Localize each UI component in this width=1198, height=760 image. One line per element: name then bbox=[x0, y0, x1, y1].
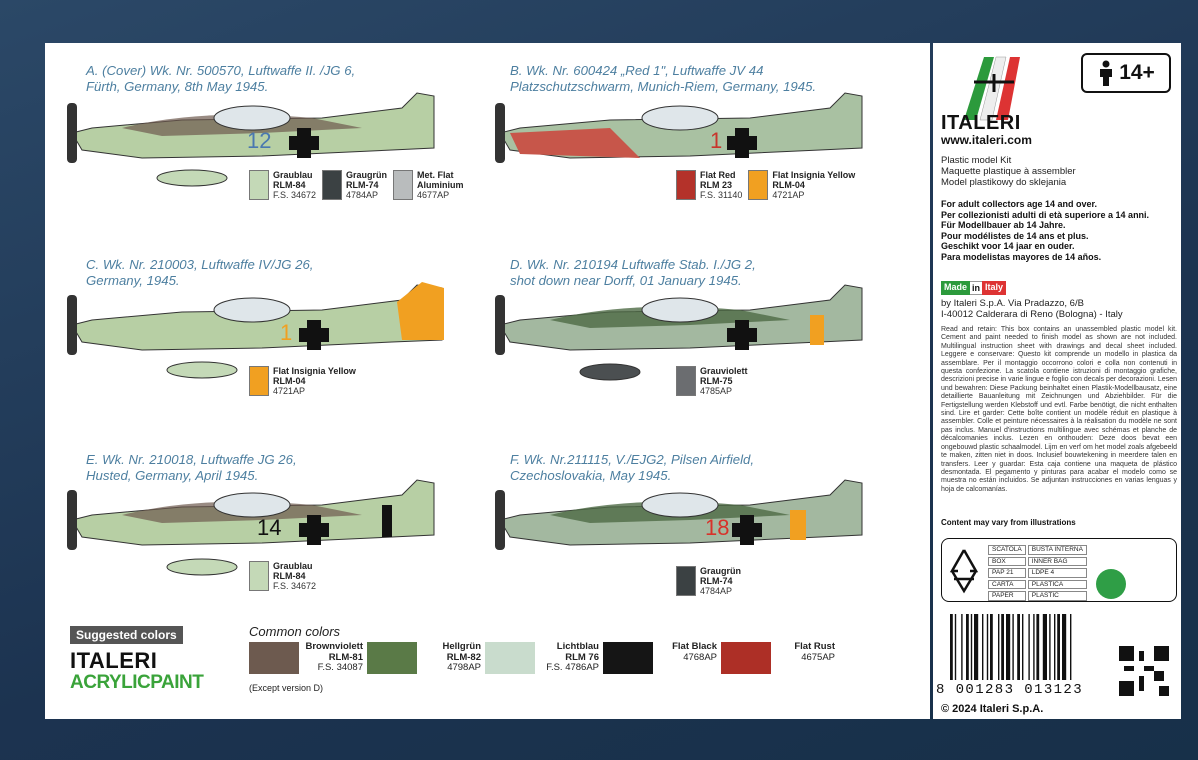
except-note: (Except version D) bbox=[249, 683, 324, 693]
recycling-box bbox=[941, 538, 1177, 602]
aircraft-number-f: 18 bbox=[705, 515, 729, 540]
caption-e: E. Wk. Nr. 210018, Luftwaffe JG 26,Huste… bbox=[86, 452, 297, 483]
person-icon bbox=[1100, 60, 1113, 86]
caption-a: A. (Cover) Wk. Nr. 500570, Luftwaffe II.… bbox=[86, 63, 356, 94]
brand-name: ITALERI bbox=[941, 112, 1021, 134]
age-label: 14+ bbox=[1119, 61, 1155, 84]
aircraft-number-e: 14 bbox=[257, 515, 281, 540]
aircraft-profile-b: 1 bbox=[495, 92, 863, 163]
aircraft-profile-a: 12 bbox=[67, 92, 435, 187]
green-dot-icon bbox=[1096, 569, 1126, 599]
caption-b: B. Wk. Nr. 600424 „Red 1", Luftwaffe JV … bbox=[510, 63, 817, 94]
website-link[interactable]: www.italeri.com bbox=[941, 133, 1032, 147]
italeri-logo-text: ITALERI bbox=[70, 648, 158, 673]
age-warning: For adult collectors age 14 and over.Per… bbox=[941, 199, 1150, 262]
suggested-colors-label: Suggested colors bbox=[70, 626, 183, 644]
common-colors-title: Common colors bbox=[249, 624, 341, 639]
caption-d: D. Wk. Nr. 210194 Luftwaffe Stab. I./JG … bbox=[510, 257, 756, 288]
barcode bbox=[950, 614, 1072, 680]
acrylic-paint-logo: ACRYLICPAINT bbox=[70, 672, 204, 693]
aircraft-profile-c: 1 bbox=[67, 282, 444, 379]
barcode-number: 8 001283 013123 bbox=[936, 682, 1084, 698]
qr-code-icon bbox=[1119, 646, 1169, 696]
aircraft-profile-f: 18 bbox=[495, 479, 863, 550]
recycle-icon bbox=[949, 549, 979, 594]
age-badge: 14+ bbox=[1081, 53, 1171, 93]
legal-text: Read and retain: This box contains an un… bbox=[941, 326, 1177, 493]
caption-f: F. Wk. Nr.211115, V./EJG2, Pilsen Airfie… bbox=[510, 452, 755, 483]
caption-c: C. Wk. Nr. 210003, Luftwaffe IV/JG 26,Ge… bbox=[86, 257, 314, 288]
aircraft-number-a: 12 bbox=[247, 128, 271, 153]
aircraft-profile-e: 14 bbox=[67, 479, 435, 576]
italeri-plane-logo bbox=[964, 56, 1020, 121]
aircraft-number-b: 1 bbox=[710, 128, 722, 153]
aircraft-number-c: 1 bbox=[280, 320, 292, 345]
info-panel bbox=[933, 43, 1181, 719]
copyright: © 2024 Italeri S.p.A. bbox=[941, 703, 1044, 715]
aircraft-profile-d bbox=[495, 284, 863, 381]
content-note: Content may vary from illustrations bbox=[941, 518, 1076, 527]
